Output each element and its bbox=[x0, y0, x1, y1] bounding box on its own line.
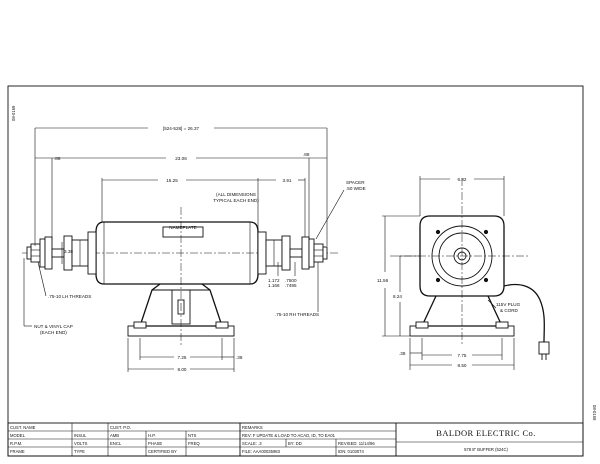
title-block-cell: FRAME bbox=[10, 449, 25, 454]
dim-side-base-overall: 8.50 bbox=[458, 363, 467, 368]
front-view: NAMEPLATE bbox=[22, 207, 340, 345]
title-block-cell: CUST. P.O. bbox=[110, 425, 131, 430]
note-lh-threads: .75-10 LH THREADS bbox=[48, 294, 91, 299]
side-bolt-3 bbox=[435, 277, 441, 283]
right-flange-inner bbox=[301, 236, 310, 270]
tb-rev: REV: F UPDATE & LOAD TO ACAD, ID, TO EA0… bbox=[242, 433, 336, 438]
front-dimensions: [524-528] = 26.37 .88 23.06 .88 15.25 3.… bbox=[23, 126, 366, 372]
left-nut bbox=[30, 243, 41, 263]
right-shaft bbox=[289, 248, 303, 258]
dim-side-height: 11.56 bbox=[377, 278, 389, 283]
dim-shaft-a: 1.172 bbox=[268, 278, 280, 283]
dim-spindle: 3.38 bbox=[64, 249, 73, 254]
note-rh-threads: .75-10 RH THREADS bbox=[275, 312, 319, 317]
title-block-cell: TYPE bbox=[74, 449, 85, 454]
power-cord bbox=[503, 283, 545, 343]
tb-file: FILE: AAA00035983 bbox=[242, 449, 281, 454]
tb-revised: REVISED: 11/14/96 bbox=[338, 441, 375, 446]
side-housing bbox=[419, 215, 505, 297]
side-foot-left bbox=[415, 321, 429, 329]
dim-side-base-inner: 7.75 bbox=[458, 353, 467, 358]
title-block-cell: CERTIFIED BY bbox=[148, 449, 177, 454]
dim-left-offset: .88 bbox=[54, 156, 61, 161]
left-nut-cap bbox=[26, 246, 32, 260]
title-block-cell: PHASE bbox=[148, 441, 162, 446]
nameplate bbox=[162, 226, 204, 238]
tb-remarks: REMARKS bbox=[242, 425, 263, 430]
title-block-cell: MODEL bbox=[10, 433, 26, 438]
side-bolt-4 bbox=[483, 277, 489, 283]
note-plug-1: 115V PLUG bbox=[496, 302, 521, 307]
dim-shaft-c: .7500 bbox=[285, 278, 297, 283]
tb-idn: IDN: 0103074 bbox=[338, 449, 365, 454]
title-block-cell: AMB bbox=[110, 433, 119, 438]
note-all-dims-1: (ALL DIMENSIONS bbox=[216, 192, 256, 197]
dim-shaft-span: 23.06 bbox=[175, 156, 187, 161]
dim-base-offset: .38 bbox=[236, 355, 243, 360]
title-block-cell: FREQ bbox=[188, 441, 200, 446]
motor-right-cap bbox=[257, 231, 267, 275]
title-block: CUST. NAME CUST. P.O. MODEL INSUL AMB H.P. NTS… bbox=[7, 422, 584, 457]
drawing-title: 578 8" BUFFER (524C) bbox=[464, 447, 508, 452]
tb-by: BY: DD bbox=[288, 441, 302, 446]
right-nut bbox=[313, 243, 324, 263]
margin-code-bottom: 08-0169 bbox=[592, 405, 597, 421]
title-block-cell: CUST. NAME bbox=[10, 425, 36, 430]
side-shaft bbox=[457, 251, 467, 261]
nameplate-label: NAMEPLATE bbox=[169, 225, 196, 230]
dim-overall: [524-528] = 26.37 bbox=[163, 126, 200, 131]
side-bolt-2 bbox=[483, 229, 489, 235]
note-spacer-2: .50 WIDE bbox=[346, 186, 366, 191]
side-mid-circle bbox=[438, 232, 486, 280]
right-nut-cap bbox=[322, 246, 328, 260]
side-outer-circle bbox=[431, 225, 493, 287]
left-flange-outer bbox=[39, 238, 46, 268]
dim-side-base-offset: .38 bbox=[399, 351, 406, 356]
power-plug bbox=[538, 341, 550, 355]
left-flange-inner bbox=[44, 236, 53, 270]
margin-code-top: 08-0169 bbox=[11, 105, 16, 121]
margin-code-bottom-text: 08-0169 bbox=[592, 405, 597, 421]
title-block-cell: R.P.M. bbox=[10, 441, 22, 446]
note-plug-2: & CORD bbox=[500, 308, 519, 313]
side-bolt-1 bbox=[435, 229, 441, 235]
right-base-foot bbox=[215, 321, 229, 329]
dim-shaft-b: 1.166 bbox=[268, 283, 280, 288]
dim-base-overall: 8.00 bbox=[178, 367, 187, 372]
title-block-cell: NTS bbox=[188, 433, 197, 438]
dim-right-inner: 3.91 bbox=[283, 178, 292, 183]
margin-code-top-text: 08-0169 bbox=[11, 105, 16, 121]
left-base-foot bbox=[133, 321, 147, 329]
note-spacer-1: SPACER bbox=[346, 180, 365, 185]
company-name: BALDOR ELECTRIC Co. bbox=[436, 428, 535, 438]
dim-side-width: 6.82 bbox=[458, 177, 467, 182]
right-spacer bbox=[281, 235, 291, 271]
note-all-dims-2: TYPICAL EACH END) bbox=[213, 198, 259, 203]
switch-housing bbox=[171, 289, 191, 325]
title-block-cell: INSUL bbox=[74, 433, 87, 438]
motor-left-cap bbox=[87, 231, 97, 275]
side-view: 115V PLUG & CORD bbox=[390, 178, 550, 360]
note-nut-cap-2: (EACH END) bbox=[40, 330, 67, 335]
dim-center-left: 15.25 bbox=[166, 178, 178, 183]
title-block-cell: ENCL bbox=[110, 441, 122, 446]
title-block-left-cells: CUST. NAME CUST. P.O. MODEL INSUL AMB H.P. NTS… bbox=[10, 425, 200, 454]
tb-scale: SCALE: .3 bbox=[242, 441, 262, 446]
dim-side-center-height: 8.24 bbox=[393, 294, 402, 299]
dim-base-width: 7.25 bbox=[178, 355, 187, 360]
side-dimensions: 6.82 11.56 8.24 .38 7.75 8.50 bbox=[377, 176, 515, 370]
title-block-cell: VOLTS bbox=[74, 441, 88, 446]
dim-shaft-d: .7495 bbox=[285, 283, 297, 288]
dim-right-offset: .88 bbox=[303, 152, 310, 157]
title-block-frame bbox=[7, 422, 584, 457]
side-base-plate bbox=[409, 325, 515, 337]
side-foot-right bbox=[495, 321, 509, 329]
side-hub bbox=[453, 247, 471, 265]
title-block-cell: H.P. bbox=[148, 433, 156, 438]
note-nut-cap-1: NUT & VINYL CAP bbox=[34, 324, 73, 329]
right-flange-outer bbox=[308, 238, 315, 268]
